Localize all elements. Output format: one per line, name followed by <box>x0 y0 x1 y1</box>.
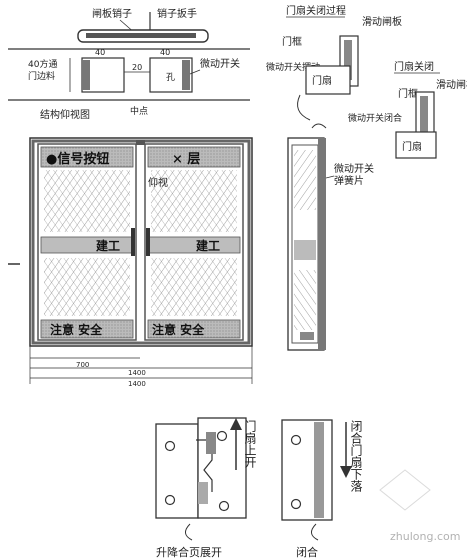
door-panel-elevation: ●信号按钮 × 层 仰视 建工 建工 注意 安全 注意 安全 700 1400 … <box>8 137 253 388</box>
floor-number-text: × 层 <box>172 152 200 167</box>
band-right-text: 建工 <box>195 238 220 253</box>
label-micro-switch-2: 微动开关 <box>334 162 374 175</box>
dim-20: 20 <box>132 63 142 72</box>
label-hole: 孔 <box>166 72 175 83</box>
caution-left-text: 注意 安全 <box>50 322 103 337</box>
dim-1400-a: 1400 <box>128 369 146 377</box>
label-slide-plate-2: 滑动闸板 <box>436 78 467 91</box>
label-open-arrow: 门扇上开 <box>243 419 257 468</box>
dim-1400-b: 1400 <box>128 380 146 388</box>
signal-button-text: ●信号按钮 <box>46 151 109 167</box>
label-spring-piece: 弹簧片 <box>334 174 364 187</box>
band-left-text: 建工 <box>95 238 120 253</box>
label-door-leaf-2: 门扇 <box>402 140 422 153</box>
label-frame-2: 门框 <box>398 87 418 100</box>
label-frame-material-1: 40方通 <box>28 58 57 70</box>
label-door-leaf: 门扇 <box>312 74 332 87</box>
caption-close: 闭合 <box>296 545 318 559</box>
label-opening-process: 门扇关闭过程 <box>286 4 346 17</box>
label-switch-closed: 微动开关闭合 <box>348 112 402 124</box>
label-frame-material-2: 门边料 <box>28 70 55 82</box>
label-close-arrow: 闭合门扇下落 <box>349 420 363 493</box>
label-slide-plate: 滑动闸板 <box>362 15 402 28</box>
watermark-text: zhulong.com <box>390 530 460 543</box>
caution-right-text: 注意 安全 <box>152 322 205 337</box>
dim-40-b: 40 <box>160 48 170 57</box>
dim-40-a: 40 <box>95 48 105 57</box>
dim-700: 700 <box>76 361 89 369</box>
structure-bottom-view: 闸板销子 销子扳手 40 40 20 孔 40方通 门边料 微动开关 结构仰视图… <box>8 7 250 121</box>
label-bottom-view: 仰视 <box>148 176 168 189</box>
label-latch-pin: 闸板销子 <box>92 7 132 20</box>
label-closed: 门扇关闭 <box>394 60 434 73</box>
closing-process-diagram: 门扇关闭过程 门框 滑动闸板 微动开关摆动 门扇 门扇关闭 门框 滑动闸板 微动… <box>266 4 467 159</box>
label-structure-view: 结构仰视图 <box>40 108 90 121</box>
lift-hinge-closed: 闭合门扇下落 闭合 <box>281 419 363 559</box>
label-frame: 门框 <box>282 35 302 48</box>
lift-hinge-open: 门扇上开 升降合页展开 <box>155 417 257 559</box>
label-micro-switch: 微动开关 <box>200 57 240 70</box>
label-pin-wrench: 销子扳手 <box>157 7 197 20</box>
caption-open: 升降合页展开 <box>156 545 222 559</box>
watermark: zhulong.com <box>379 469 460 543</box>
side-section-view: 微动开关 弹簧片 <box>287 123 374 351</box>
label-midpoint: 中点 <box>130 105 148 117</box>
